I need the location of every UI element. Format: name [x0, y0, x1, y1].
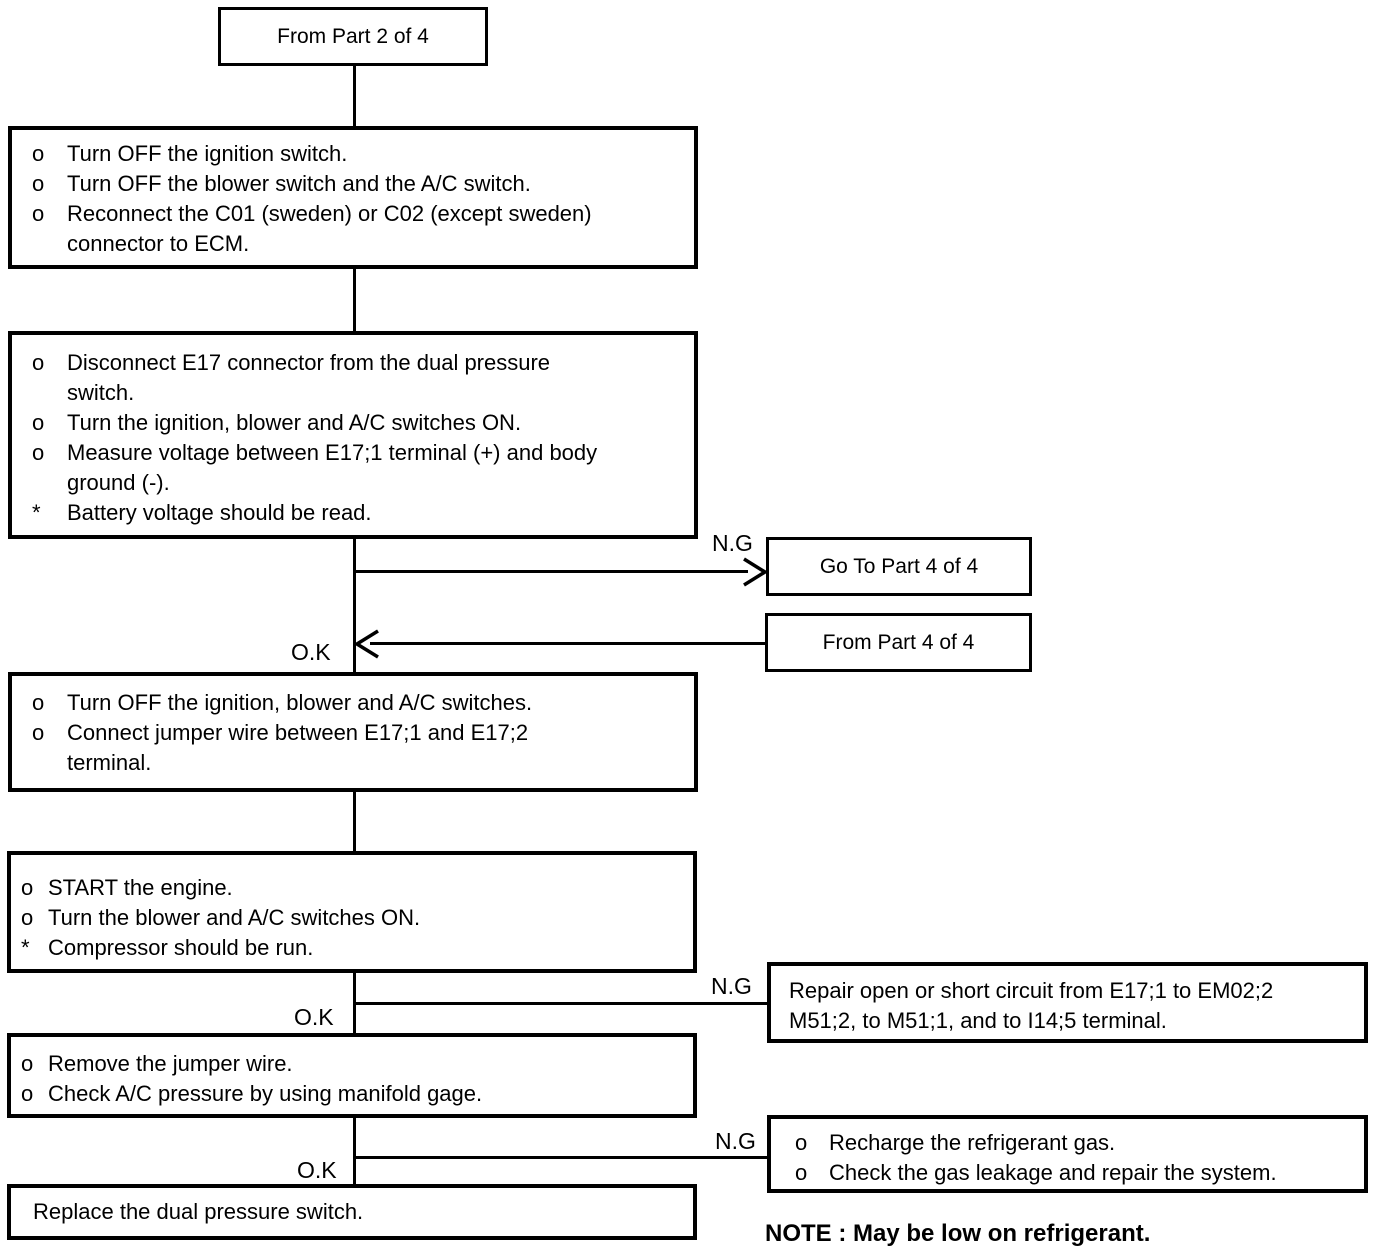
- connector-step3-to-step4: [353, 792, 356, 851]
- terminal-from-part4: From Part 4 of 4: [765, 613, 1032, 672]
- list-item: o Turn OFF the blower switch and the A/C…: [32, 169, 694, 199]
- bullet-marker: o: [21, 1051, 34, 1076]
- box-replace-switch: Replace the dual pressure switch.: [7, 1184, 697, 1240]
- terminal-from-part2: From Part 2 of 4: [218, 7, 488, 66]
- list-item: o Turn the blower and A/C switches ON.: [21, 903, 693, 933]
- list-item: o Turn OFF the ignition, blower and A/C …: [32, 688, 694, 718]
- label-ok-2: O.K: [294, 1004, 334, 1030]
- connector-ng-to-goto-part4: [356, 570, 748, 573]
- step-text: Turn the ignition, blower and A/C switch…: [67, 410, 522, 435]
- label-ok-3: O.K: [297, 1157, 337, 1183]
- terminal-goto-part4: Go To Part 4 of 4: [766, 537, 1032, 596]
- bullet-marker: o: [32, 141, 45, 166]
- label-ok-1: O.K: [291, 639, 331, 665]
- step-text: Recharge the refrigerant gas.: [829, 1130, 1116, 1155]
- step-text: Turn OFF the ignition switch.: [67, 141, 348, 166]
- list-item: o START the engine.: [21, 873, 693, 903]
- box-repair-circuit: Repair open or short circuit from E17;1 …: [767, 962, 1368, 1043]
- bullet-marker: o: [21, 1081, 34, 1106]
- connector-step5-to-replace: [353, 1118, 356, 1184]
- step-text: Turn OFF the ignition, blower and A/C sw…: [67, 690, 533, 715]
- terminal-from-part4-label: From Part 4 of 4: [822, 630, 975, 654]
- list-item: o Connect jumper wire between E17;1 and …: [32, 718, 694, 778]
- step-text: Turn OFF the blower switch and the A/C s…: [67, 171, 531, 196]
- step-text: Turn the blower and A/C switches ON.: [48, 905, 421, 930]
- list-item: o Check A/C pressure by using manifold g…: [21, 1079, 693, 1109]
- list-item: o Remove the jumper wire.: [21, 1049, 693, 1079]
- list-item: o Check the gas leakage and repair the s…: [795, 1158, 1364, 1188]
- box-measure-voltage: o Disconnect E17 connector from the dual…: [8, 331, 698, 539]
- bullet-marker: o: [795, 1130, 808, 1155]
- arrowhead-left-icon: [354, 629, 379, 659]
- bullet-marker: *: [32, 500, 41, 525]
- repair-text: Repair open or short circuit from E17;1 …: [789, 978, 1274, 1003]
- box-recharge-gas: o Recharge the refrigerant gas. o Check …: [767, 1115, 1368, 1193]
- step-text: ground (-).: [67, 470, 170, 495]
- arrowhead-right-icon: [743, 557, 768, 587]
- step-text: switch.: [67, 380, 135, 405]
- bullet-marker: o: [32, 201, 45, 226]
- step-text: START the engine.: [48, 875, 233, 900]
- repair-text: M51;2, to M51;1, and to I14;5 terminal.: [789, 1008, 1167, 1033]
- bullet-marker: *: [21, 935, 30, 960]
- list-item: o Measure voltage between E17;1 terminal…: [32, 438, 694, 498]
- list-item: o Reconnect the C01 (sweden) or C02 (exc…: [32, 199, 694, 259]
- bullet-marker: o: [21, 905, 34, 930]
- connector-top-to-step1: [353, 66, 356, 126]
- label-ng-3: N.G: [715, 1128, 756, 1154]
- label-ng-2: N.G: [711, 973, 752, 999]
- bullet-marker: o: [32, 720, 45, 745]
- bullet-marker: o: [32, 690, 45, 715]
- bullet-marker: o: [21, 875, 34, 900]
- note-refrigerant: NOTE : May be low on refrigerant.: [765, 1220, 1151, 1247]
- box-reconnect-ecm: o Turn OFF the ignition switch. o Turn O…: [8, 126, 698, 269]
- replace-switch-text: Replace the dual pressure switch.: [33, 1199, 364, 1224]
- step-text: connector to ECM.: [67, 231, 250, 256]
- list-item: * Compressor should be run.: [21, 933, 693, 963]
- connector-step4-to-step5: [353, 973, 356, 1033]
- list-item: o Recharge the refrigerant gas.: [795, 1128, 1364, 1158]
- bullet-marker: o: [32, 440, 45, 465]
- step-text: Disconnect E17 connector from the dual p…: [67, 350, 551, 375]
- connector-ng-to-recharge: [356, 1156, 767, 1159]
- step-text: Check A/C pressure by using manifold gag…: [48, 1081, 483, 1106]
- list-item: o Disconnect E17 connector from the dual…: [32, 348, 694, 408]
- step-text: Check the gas leakage and repair the sys…: [829, 1160, 1277, 1185]
- connector-step2-to-step3: [353, 539, 356, 672]
- box-start-engine: o START the engine. o Turn the blower an…: [7, 851, 697, 973]
- step-text: Measure voltage between E17;1 terminal (…: [67, 440, 598, 465]
- bullet-marker: o: [32, 410, 45, 435]
- step-text: Battery voltage should be read.: [67, 500, 372, 525]
- bullet-marker: o: [32, 350, 45, 375]
- connector-ng-to-repair: [356, 1002, 767, 1005]
- step-text: Connect jumper wire between E17;1 and E1…: [67, 720, 529, 745]
- step-text: terminal.: [67, 750, 152, 775]
- label-ng-1: N.G: [712, 530, 753, 556]
- list-item: o Turn the ignition, blower and A/C swit…: [32, 408, 694, 438]
- terminal-goto-part4-label: Go To Part 4 of 4: [819, 554, 979, 578]
- bullet-marker: o: [32, 171, 45, 196]
- step-text: Remove the jumper wire.: [48, 1051, 293, 1076]
- connector-from-part4-to-trunk: [370, 642, 765, 645]
- list-item: o Turn OFF the ignition switch.: [32, 139, 694, 169]
- step-text: Compressor should be run.: [48, 935, 314, 960]
- terminal-from-part2-label: From Part 2 of 4: [277, 24, 429, 48]
- list-item: * Battery voltage should be read.: [32, 498, 694, 528]
- connector-step1-to-step2: [353, 269, 356, 331]
- bullet-marker: o: [795, 1160, 808, 1185]
- box-jumper-wire: o Turn OFF the ignition, blower and A/C …: [8, 672, 698, 792]
- box-check-pressure: o Remove the jumper wire. o Check A/C pr…: [7, 1033, 697, 1118]
- step-text: Reconnect the C01 (sweden) or C02 (excep…: [67, 201, 592, 226]
